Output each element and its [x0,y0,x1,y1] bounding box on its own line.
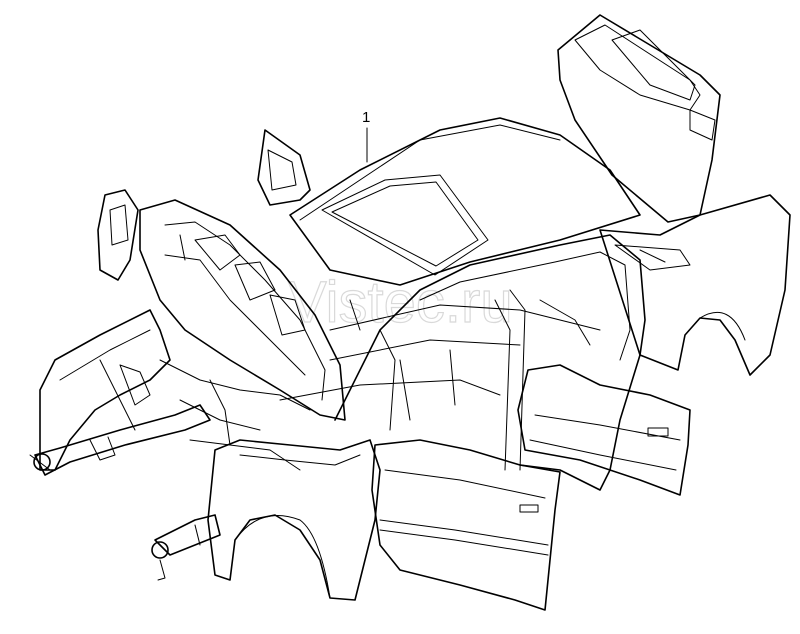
front-crossmember [29,404,211,476]
callout-label: 1 [362,109,370,126]
left-front-fender [39,309,171,471]
left-rear-door [257,129,311,206]
callout-1: 1 [362,109,370,163]
watermark: Vistec.ru [288,270,513,335]
roof-panel [289,117,641,286]
right-front-fender [207,439,381,601]
right-rear-door [517,364,691,496]
trunk-lid [557,14,721,223]
right-front-mount [151,514,221,581]
right-front-door [371,439,561,611]
left-front-door [97,189,139,281]
engine-bay [159,359,311,471]
hood [139,199,346,421]
floor-pan [279,299,601,421]
rear-quarter-panel [599,194,791,376]
side-frame [334,234,646,491]
